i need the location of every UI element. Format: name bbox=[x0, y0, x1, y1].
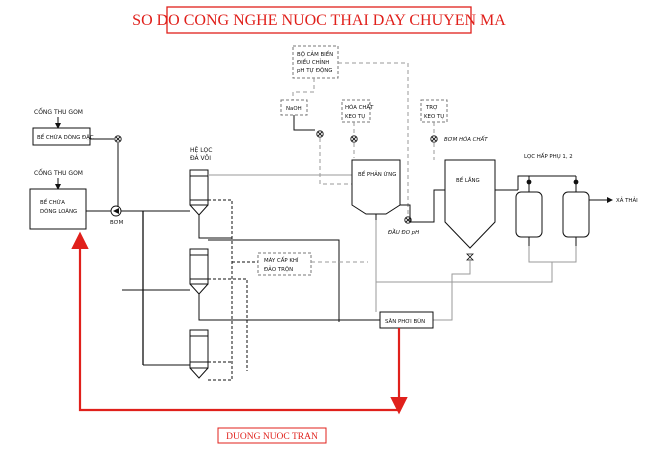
loc-hap-phu-label: LỌC HẤP PHỤ 1, 2 bbox=[524, 152, 573, 160]
san-phoi-bun-label: SÂN PHƠI BÙN bbox=[385, 318, 425, 325]
valve-icon bbox=[114, 135, 122, 143]
adsorption-inlet-pipe bbox=[517, 175, 576, 190]
be-lang-tank bbox=[444, 159, 496, 249]
overflow-label: DUONG NUOC TRAN bbox=[226, 432, 318, 442]
clarifier-sludge-line bbox=[433, 260, 471, 321]
valve-icon bbox=[466, 253, 474, 261]
hoa-chat-label-2: KEO TỤ bbox=[345, 114, 365, 120]
tro-label-1: TRỢ bbox=[425, 105, 438, 111]
tro-label-2: KEO TỤ bbox=[424, 114, 444, 120]
naoh-pipe bbox=[293, 115, 315, 131]
overflow-return-line bbox=[71, 231, 399, 412]
be-chua-label-1: BỂ CHỨA bbox=[40, 198, 65, 206]
limestone-filter-3 bbox=[189, 329, 209, 379]
be-chua-dong-dac-label: BỂ CHỨA DÒNG ĐẶC bbox=[37, 133, 94, 141]
may-cap-khi-label-2: ĐẢO TRỘN bbox=[264, 265, 293, 273]
overflow-label-box: DUONG NUOC TRAN bbox=[217, 427, 327, 444]
be-lang-label: BỂ LẮNG bbox=[456, 176, 480, 184]
may-cap-khi-box bbox=[257, 252, 312, 276]
sensor-to-naoh-line bbox=[292, 78, 315, 100]
backwash-return-line bbox=[376, 262, 553, 283]
air-dashed-piping bbox=[208, 199, 258, 381]
he-loc-label-1: HỆ LỌC bbox=[190, 146, 212, 154]
cong-thu-gom-1-label: CỐNG THU GOM bbox=[34, 108, 83, 116]
title-box: SO DO CONG NGHE NUOC THAI DAY CHUYEN MA bbox=[132, 6, 506, 34]
valve-icon bbox=[573, 179, 579, 185]
pump-icon bbox=[110, 205, 122, 217]
hoa-chat-box bbox=[341, 99, 371, 123]
be-phan-ung-tank bbox=[351, 159, 401, 215]
valve-icon bbox=[526, 179, 532, 185]
ph-sensor-box bbox=[292, 45, 339, 79]
valve-icon bbox=[430, 135, 438, 143]
may-cap-khi-label-1: MÁY CẤP KHÍ bbox=[264, 256, 299, 264]
sensor-label-3: pH TỰ ĐỘNG bbox=[297, 67, 332, 74]
bom-hoa-chat-label: BƠM HÓA CHẤT bbox=[444, 135, 488, 143]
adsorption-backwash-line bbox=[528, 246, 577, 263]
diagram-title: SO DO CONG NGHE NUOC THAI DAY CHUYEN MA bbox=[132, 12, 506, 29]
be-chua-dong-dac-box bbox=[32, 127, 91, 146]
sensor-to-probe-line bbox=[338, 62, 409, 215]
sensor-label-2: ĐIỀU CHỈNH bbox=[297, 58, 329, 66]
hoa-chat-label-1: HÓA CHẤT bbox=[345, 103, 374, 111]
be-phan-ung-label: BỂ PHẢN ỨNG bbox=[358, 170, 396, 178]
adsorption-filter-2 bbox=[562, 176, 590, 246]
be-chua-dong-loang-box bbox=[29, 188, 87, 230]
naoh-to-reactor-line bbox=[319, 138, 360, 185]
cong-thu-gom-2-label: CỐNG THU GOM bbox=[34, 169, 83, 177]
he-loc-label-2: ĐÁ VÔI bbox=[190, 155, 211, 162]
filter-piping bbox=[122, 211, 380, 366]
naoh-label: NaOH bbox=[286, 106, 302, 112]
limestone-filter-2 bbox=[189, 248, 209, 295]
san-phoi-bun-box bbox=[379, 311, 434, 329]
bom-label: BƠM bbox=[110, 220, 124, 226]
be-chua-label-2: DÒNG LOÃNG bbox=[40, 208, 77, 215]
limestone-filter-1 bbox=[189, 169, 209, 216]
dau-do-ph-label: ĐẦU ĐO pH bbox=[388, 228, 419, 236]
xa-thai-label: XẢ THẢI bbox=[616, 196, 638, 204]
reactor-to-clarifier-pipe bbox=[400, 189, 445, 223]
valve-icon bbox=[350, 135, 358, 143]
adsorption-filter-1 bbox=[515, 176, 543, 246]
naoh-box bbox=[280, 99, 308, 116]
sensor-label-1: BỘ CẢM BIẾN bbox=[297, 50, 333, 58]
valve-icon bbox=[316, 130, 324, 138]
